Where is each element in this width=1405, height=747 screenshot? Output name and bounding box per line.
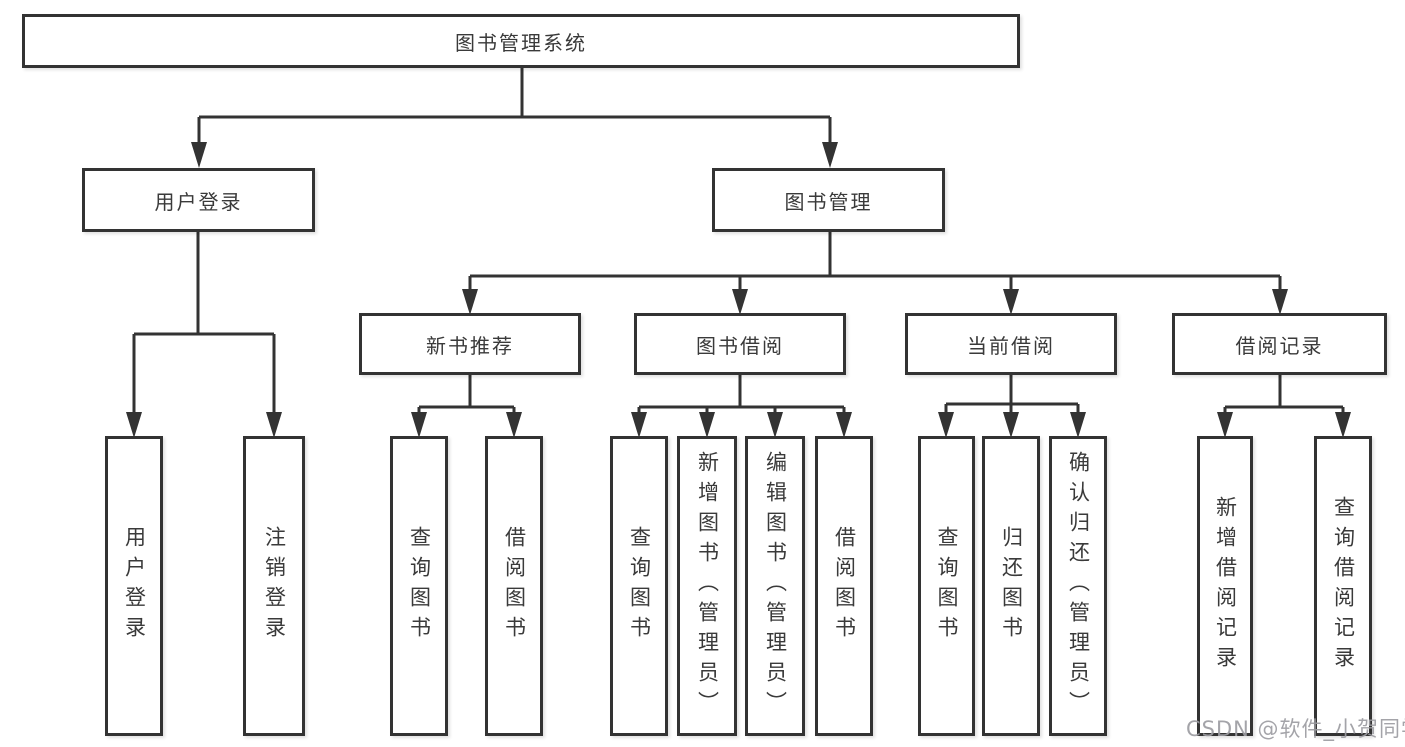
node-borrow-records: 借阅记录 xyxy=(1172,313,1387,375)
leaf-confirm-return-admin: 确认归还（管理员） xyxy=(1049,436,1107,736)
arrowhead xyxy=(836,412,852,438)
connector-book-mgmt-to-level3 xyxy=(468,232,1282,292)
node-label: 查询图书 xyxy=(935,526,959,646)
node-label: 归还图书 xyxy=(999,526,1024,646)
node-user-login: 用户登录 xyxy=(82,168,315,232)
leaf-query-borrow-record: 查询借阅记录 xyxy=(1314,436,1372,736)
leaf-add-borrow-record: 新增借阅记录 xyxy=(1197,436,1253,736)
node-label: 确认归还（管理员） xyxy=(1066,451,1091,721)
node-current-borrowing: 当前借阅 xyxy=(905,313,1117,375)
connector-new-book-to-leaves xyxy=(417,375,516,414)
connector-root-to-level2 xyxy=(197,68,832,146)
arrowhead xyxy=(631,412,647,438)
leaf-user-login: 用户登录 xyxy=(105,436,163,736)
node-book-borrowing: 图书借阅 xyxy=(634,313,846,375)
leaf-return-books: 归还图书 xyxy=(982,436,1040,736)
node-new-book-recommend: 新书推荐 xyxy=(359,313,581,375)
leaf-borrow-books-borrowing: 借阅图书 xyxy=(815,436,873,736)
arrowhead xyxy=(1070,412,1086,438)
node-label: 图书管理系统 xyxy=(455,30,587,55)
arrowhead xyxy=(1003,412,1019,438)
arrowhead xyxy=(266,412,282,438)
arrowhead xyxy=(938,412,954,438)
node-label: 图书借阅 xyxy=(696,333,784,358)
node-label: 查询图书 xyxy=(407,526,432,646)
arrowhead xyxy=(822,142,838,168)
node-label: 借阅图书 xyxy=(502,526,527,646)
connector-book-borrow-to-leaves xyxy=(637,375,846,414)
node-label: 新书推荐 xyxy=(426,333,514,358)
leaf-query-books-recommend: 查询图书 xyxy=(390,436,448,736)
arrowhead xyxy=(732,289,748,315)
arrowhead xyxy=(1272,289,1288,315)
arrowhead xyxy=(506,412,522,438)
arrowhead xyxy=(126,412,142,438)
node-label: 用户登录 xyxy=(154,189,243,214)
node-label: 当前借阅 xyxy=(967,333,1055,358)
node-label: 查询图书 xyxy=(627,526,652,646)
node-label: 新增图书（管理员） xyxy=(695,451,720,721)
arrowhead xyxy=(699,412,715,438)
node-label: 新增借阅记录 xyxy=(1213,496,1238,676)
leaf-logout: 注销登录 xyxy=(243,436,305,736)
arrowhead xyxy=(411,412,427,438)
leaf-add-books-admin: 新增图书（管理员） xyxy=(677,436,737,736)
node-label: 借阅图书 xyxy=(832,526,857,646)
connector-borrow-record-to-leaves xyxy=(1223,375,1345,414)
arrowhead xyxy=(767,412,783,438)
leaf-query-books-current: 查询图书 xyxy=(918,436,975,736)
node-book-management: 图书管理 xyxy=(712,168,945,232)
node-root: 图书管理系统 xyxy=(22,14,1020,68)
arrowhead xyxy=(1003,289,1019,315)
connector-current-borrow-to-leaves xyxy=(944,375,1080,414)
node-label: 注销登录 xyxy=(262,526,287,646)
leaf-edit-books-admin: 编辑图书（管理员） xyxy=(745,436,805,736)
connector-user-login-to-leaves xyxy=(132,232,276,414)
arrowhead xyxy=(1217,412,1233,438)
node-label: 查询借阅记录 xyxy=(1331,496,1356,676)
node-label: 编辑图书（管理员） xyxy=(763,451,788,721)
arrowhead xyxy=(1335,412,1351,438)
node-label: 用户登录 xyxy=(122,526,147,646)
node-label: 借阅记录 xyxy=(1235,333,1324,358)
leaf-query-books-borrowing: 查询图书 xyxy=(610,436,668,736)
leaf-borrow-books-recommend: 借阅图书 xyxy=(485,436,543,736)
csdn-watermark: CSDN @软件_小贺同学 xyxy=(1186,717,1405,741)
node-label: 图书管理 xyxy=(784,189,873,214)
arrowhead xyxy=(462,289,478,315)
arrowhead xyxy=(191,142,207,168)
